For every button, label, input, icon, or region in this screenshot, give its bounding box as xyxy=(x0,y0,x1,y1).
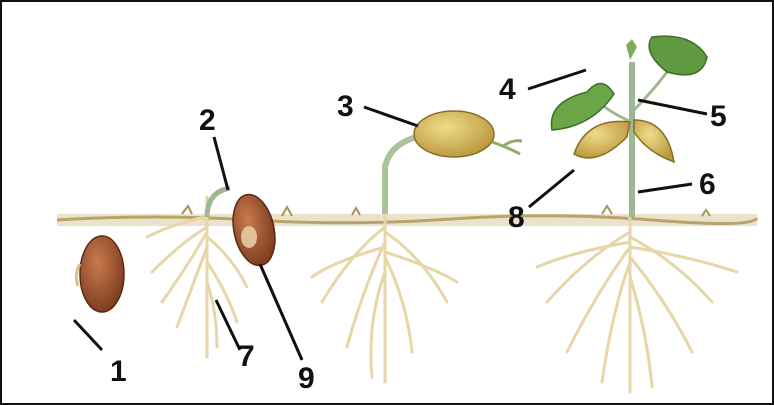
leader-line-6 xyxy=(638,184,692,192)
leader-line-9 xyxy=(260,264,302,360)
label-4: 4 xyxy=(499,75,516,105)
soil-line xyxy=(57,206,757,226)
label-7: 7 xyxy=(238,342,255,372)
leader-line-5 xyxy=(638,100,707,114)
leader-line-3 xyxy=(364,107,418,126)
label-5: 5 xyxy=(710,102,727,132)
leader-line-1 xyxy=(74,320,102,350)
leader-line-8 xyxy=(529,170,574,207)
stage-3-seedling xyxy=(312,111,522,382)
label-9: 9 xyxy=(298,364,315,394)
label-6: 6 xyxy=(699,170,716,200)
leader-line-2 xyxy=(214,137,228,190)
label-2: 2 xyxy=(199,106,216,136)
label-8: 8 xyxy=(508,203,525,233)
stage-2-germinating xyxy=(147,188,281,357)
label-1: 1 xyxy=(110,357,127,387)
leader-line-4 xyxy=(528,70,586,89)
stage-1-seed xyxy=(76,236,124,312)
leader-line-7 xyxy=(216,300,240,350)
label-3: 3 xyxy=(337,92,354,122)
